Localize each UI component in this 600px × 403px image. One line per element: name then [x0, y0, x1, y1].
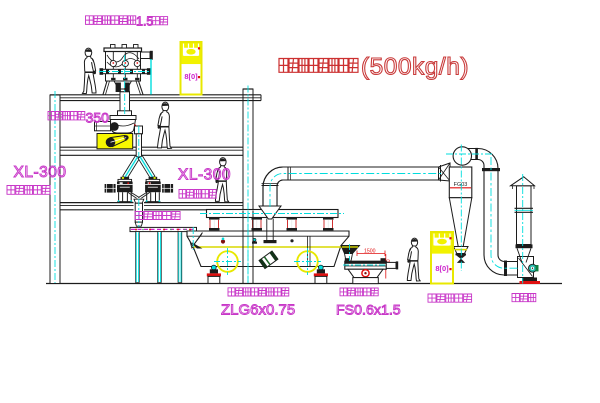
svg-text:XL-300: XL-300 — [178, 167, 231, 184]
svg-text:XL-300: XL-300 — [14, 164, 67, 181]
svg-text:1500: 1500 — [364, 249, 376, 255]
svg-text:ZLG6x0.75: ZLG6x0.75 — [221, 302, 295, 319]
svg-text:350: 350 — [86, 110, 110, 126]
svg-text:(500kg/h): (500kg/h) — [361, 54, 469, 81]
svg-text:FS0.6x1.5: FS0.6x1.5 — [336, 303, 401, 319]
svg-text:FG03: FG03 — [454, 182, 468, 188]
svg-text:1.5: 1.5 — [136, 14, 153, 28]
svg-text:8[0]: 8[0] — [435, 264, 449, 273]
svg-text:8[0]: 8[0] — [184, 72, 198, 81]
